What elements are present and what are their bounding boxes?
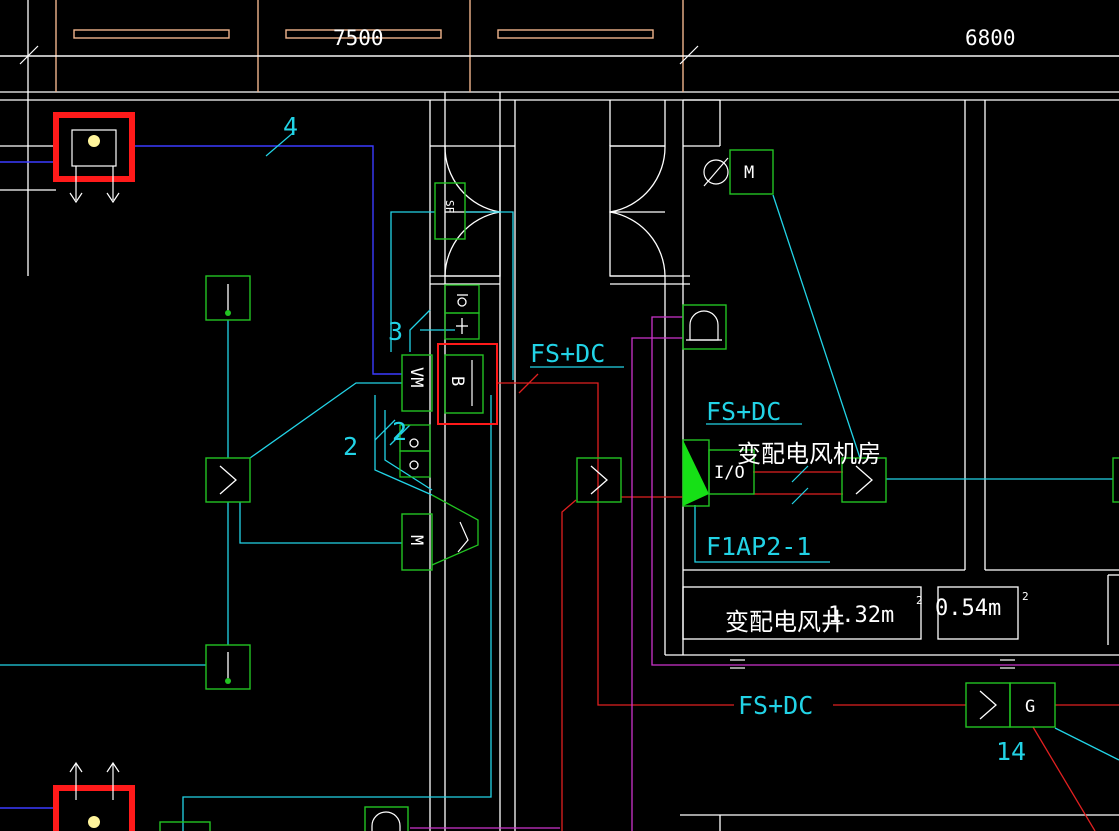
area-2-superscript: 2 bbox=[1022, 590, 1029, 603]
cyan-signal-lines bbox=[0, 194, 1119, 831]
line-number-2a: 2 bbox=[343, 432, 358, 461]
junction-box-center bbox=[576, 457, 622, 503]
room-name-label: 变配电风机房 bbox=[737, 440, 881, 468]
alarm-device-bottom bbox=[364, 806, 409, 831]
panel-id-label: F1AP2-1 bbox=[706, 532, 811, 561]
area-2-label: 0.54m bbox=[935, 596, 1001, 621]
junction-box-right bbox=[841, 457, 887, 503]
line-number-4: 4 bbox=[283, 112, 298, 141]
selection-highlight bbox=[437, 343, 498, 425]
line-number-14: 14 bbox=[996, 737, 1026, 766]
io-label: I/O bbox=[714, 463, 745, 483]
panel-io-module: I/O bbox=[682, 439, 755, 507]
window-strips bbox=[55, 0, 684, 92]
junction-box-edge bbox=[1112, 457, 1119, 503]
line-tick-4 bbox=[265, 131, 295, 157]
devices-below-vm bbox=[399, 424, 479, 566]
actuator-sf: SF bbox=[434, 182, 466, 240]
corridor-small-symbols bbox=[444, 284, 480, 340]
device-bottom-left bbox=[159, 821, 211, 831]
damper-b-label: B bbox=[447, 376, 467, 386]
motor-lower-label: M bbox=[406, 535, 426, 545]
area-1-superscript: 2 bbox=[916, 594, 923, 607]
blue-signal-lines bbox=[0, 145, 402, 809]
junction-box-left bbox=[205, 457, 251, 503]
fan-box-label: G bbox=[1025, 697, 1035, 717]
fan-box: G bbox=[1009, 682, 1056, 728]
dimension-left-label: 7500 bbox=[333, 26, 384, 50]
magenta-lines bbox=[410, 316, 1119, 831]
area-1-label: 1.32m bbox=[828, 603, 894, 628]
detector-bottom bbox=[205, 644, 251, 690]
motor-top-right: M bbox=[703, 149, 774, 195]
dimension-right-label: 6800 bbox=[965, 26, 1016, 50]
alarm-device-top bbox=[682, 304, 727, 350]
fire-panel-top bbox=[53, 112, 135, 204]
detector-top bbox=[205, 275, 251, 321]
fire-panel-bottom bbox=[53, 761, 135, 831]
shaft-name-label: 变配电风井 bbox=[725, 608, 845, 636]
valve-motor: VM bbox=[401, 354, 433, 412]
fsdc-label-mid: FS+DC bbox=[706, 397, 781, 426]
motor-top-right-label: M bbox=[744, 163, 754, 183]
cable-ticks bbox=[791, 465, 809, 505]
junction-box-bottom bbox=[965, 682, 1011, 728]
actuator-sf-label: SF bbox=[443, 200, 456, 213]
motor-lower: M bbox=[401, 513, 469, 571]
fsdc-label-bottom: FS+DC bbox=[738, 691, 813, 720]
red-power-lines bbox=[497, 373, 1119, 831]
line-number-2b: 2 bbox=[392, 417, 407, 446]
valve-motor-label: VM bbox=[406, 367, 426, 387]
damper-b: B bbox=[444, 354, 484, 414]
door-swings bbox=[444, 145, 666, 277]
line-number-3: 3 bbox=[388, 317, 403, 346]
wall-crossing-ticks bbox=[730, 659, 1015, 669]
fsdc-label-top: FS+DC bbox=[530, 339, 605, 368]
dimension-ticks bbox=[0, 45, 1119, 65]
